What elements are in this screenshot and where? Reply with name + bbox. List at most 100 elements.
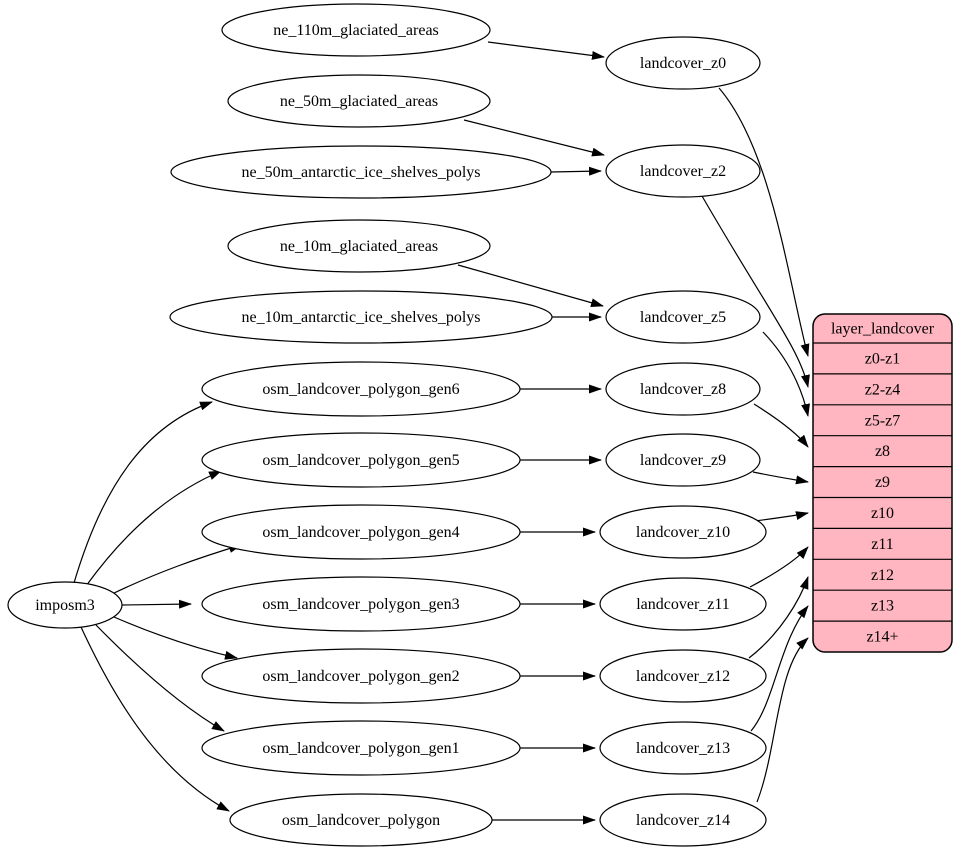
node-label: landcover_z0	[640, 55, 726, 72]
node-ellipse	[201, 504, 521, 560]
node-ellipse	[605, 362, 761, 416]
node-ellipse	[201, 720, 521, 776]
node-label: ne_50m_antarctic_ice_shelves_polys	[241, 164, 480, 181]
node-landcover_z5: landcover_z5	[605, 290, 761, 344]
node-ellipse	[599, 793, 767, 847]
node-ellipse	[229, 793, 493, 847]
node-landcover_z11: landcover_z11	[599, 577, 767, 631]
node-ellipse	[169, 290, 553, 344]
node-ellipse	[605, 290, 761, 344]
edge-landcover_z9-to-z9	[752, 471, 809, 485]
node-ellipse	[221, 3, 491, 57]
table-layer_landcover: layer_landcover z0-z1 z2-z4 z5-z7 z8 z9 z10 z11…	[812, 313, 953, 653]
edge-landcover_z2-to-z2-z4	[701, 195, 810, 388]
node-landcover_z2: landcover_z2	[605, 144, 761, 198]
node-ne_50m_antarctic_ice_shelves_polys: ne_50m_antarctic_ice_shelves_polys	[170, 145, 552, 199]
node-ellipse	[201, 576, 521, 632]
node-label: landcover_z8	[640, 381, 726, 398]
node-ellipse	[599, 577, 767, 631]
node-ne_110m_glaciated_areas: ne_110m_glaciated_areas	[221, 3, 491, 57]
edge-imposm3-to-osm_landcover_polygon_gen2	[113, 616, 238, 660]
edge-landcover_z10-to-z10	[754, 511, 809, 522]
table-row-label: z12	[871, 567, 894, 584]
table-row-label: z10	[871, 505, 894, 522]
node-label: osm_landcover_polygon_gen4	[262, 524, 459, 541]
node-ellipse	[7, 581, 123, 629]
node-landcover_z14: landcover_z14	[599, 793, 767, 847]
node-ne_10m_antarctic_ice_shelves_polys: ne_10m_antarctic_ice_shelves_polys	[169, 290, 553, 344]
edge-imposm3-to-osm_landcover_polygon_gen6	[73, 401, 213, 584]
nodes-layer: ne_110m_glaciated_areas ne_50m_glaciated_…	[7, 3, 767, 847]
node-osm_landcover_polygon_gen4: osm_landcover_polygon_gen4	[201, 504, 521, 560]
table-layer: layer_landcover z0-z1 z2-z4 z5-z7 z8 z9 z10 z11…	[812, 313, 953, 653]
node-osm_landcover_polygon_gen1: osm_landcover_polygon_gen1	[201, 720, 521, 776]
node-label: landcover_z12	[636, 668, 730, 685]
table-row-label: z13	[871, 598, 894, 615]
node-label: ne_10m_antarctic_ice_shelves_polys	[241, 309, 480, 326]
node-label: osm_landcover_polygon_gen2	[262, 668, 459, 685]
node-landcover_z12: landcover_z12	[599, 649, 767, 703]
node-ellipse	[170, 145, 552, 199]
edge-ne_50m_antarctic_ice_shelves_polys-to-landcover_z2	[550, 166, 602, 176]
edge-landcover_z5-to-z5-z7	[762, 331, 810, 417]
node-label: osm_landcover_polygon	[282, 812, 440, 829]
table-row-label: z9	[875, 474, 890, 491]
node-label: ne_110m_glaciated_areas	[273, 22, 439, 39]
node-label: ne_50m_glaciated_areas	[280, 93, 438, 110]
node-ellipse	[227, 74, 491, 128]
table-row-label: z0-z1	[865, 350, 901, 367]
edge-landcover_z13-to-z13	[750, 605, 809, 732]
node-landcover_z8: landcover_z8	[605, 362, 761, 416]
node-label: landcover_z2	[640, 163, 726, 180]
node-ne_10m_glaciated_areas: ne_10m_glaciated_areas	[227, 219, 491, 273]
edge-imposm3-to-osm_landcover_polygon	[80, 626, 230, 812]
edge-landcover_z11-to-z11	[749, 546, 809, 588]
edge-landcover_z8-to-z8	[753, 403, 809, 448]
node-ellipse	[605, 36, 761, 90]
table-row-label: z2-z4	[865, 381, 901, 398]
node-ellipse	[201, 361, 521, 417]
node-label: osm_landcover_polygon_gen3	[262, 596, 459, 613]
node-imposm3: imposm3	[7, 581, 123, 629]
node-osm_landcover_polygon_gen6: osm_landcover_polygon_gen6	[201, 361, 521, 417]
node-label: imposm3	[35, 597, 95, 614]
node-landcover_z0: landcover_z0	[605, 36, 761, 90]
edge-ne_10m_glaciated_areas-to-landcover_z5	[457, 264, 604, 308]
edge-landcover_z12-to-z12	[748, 576, 809, 659]
table-row-label: z11	[871, 536, 894, 553]
node-label: landcover_z14	[636, 812, 730, 829]
node-ellipse	[201, 648, 521, 704]
edges-layer	[73, 41, 810, 825]
edge-imposm3-to-osm_landcover_polygon_gen4	[111, 544, 242, 595]
node-ellipse	[227, 219, 491, 273]
edge-ne_50m_glaciated_areas-to-landcover_z2	[463, 119, 605, 157]
node-landcover_z13: landcover_z13	[599, 721, 767, 775]
table-row-label: z14+	[866, 629, 898, 646]
node-osm_landcover_polygon_gen2: osm_landcover_polygon_gen2	[201, 648, 521, 704]
node-label: landcover_z11	[636, 596, 730, 613]
table-row-label: z5-z7	[865, 412, 901, 429]
node-label: ne_10m_glaciated_areas	[280, 238, 438, 255]
node-osm_landcover_polygon_gen5: osm_landcover_polygon_gen5	[201, 432, 521, 488]
edge-imposm3-to-osm_landcover_polygon_gen5	[85, 470, 222, 587]
node-ellipse	[599, 505, 767, 559]
edge-ne_110m_glaciated_areas-to-landcover_z0	[487, 41, 605, 60]
table-outline	[812, 313, 953, 653]
node-ellipse	[599, 649, 767, 703]
node-label: osm_landcover_polygon_gen5	[262, 452, 459, 469]
edge-imposm3-to-osm_landcover_polygon_gen3	[121, 599, 192, 609]
node-ellipse	[201, 432, 521, 488]
node-landcover_z9: landcover_z9	[605, 433, 761, 487]
node-label: landcover_z5	[640, 309, 726, 326]
node-ellipse	[599, 721, 767, 775]
edge-imposm3-to-osm_landcover_polygon_gen1	[95, 624, 225, 732]
node-label: landcover_z13	[636, 740, 730, 757]
table-title: layer_landcover	[831, 321, 935, 338]
node-ne_50m_glaciated_areas: ne_50m_glaciated_areas	[227, 74, 491, 128]
node-label: osm_landcover_polygon_gen6	[262, 381, 459, 398]
node-ellipse	[605, 144, 761, 198]
edge-landcover_z0-to-z0-z1	[718, 87, 810, 357]
table-row-label: z8	[875, 443, 890, 460]
